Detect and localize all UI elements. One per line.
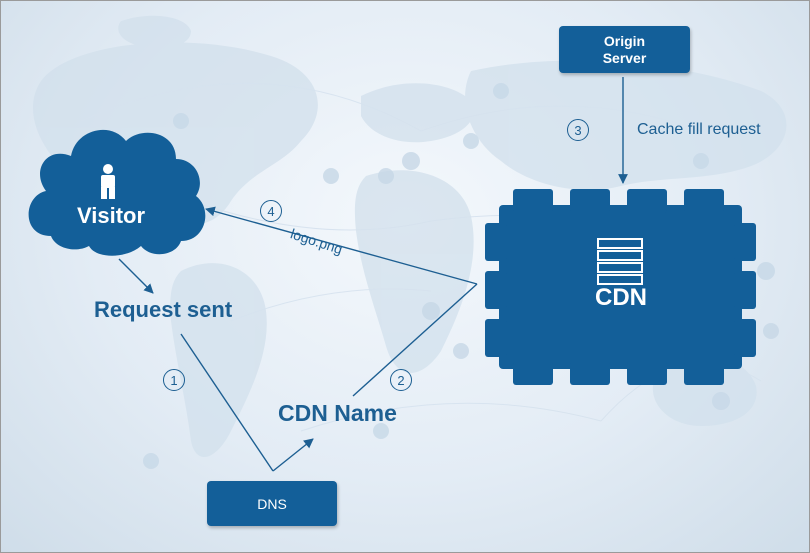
visitor-label: Visitor	[76, 203, 146, 228]
server-rack-icon	[597, 238, 643, 285]
arrow-cdn-name-to-cdn	[352, 283, 478, 397]
step-4-badge: 4	[260, 200, 282, 222]
visitor-cloud	[28, 129, 206, 256]
origin-server-box: Origin Server	[559, 26, 690, 73]
step-1-badge: 1	[163, 369, 185, 391]
dns-box: DNS	[207, 481, 337, 526]
arrow-dns-to-cdn-name	[272, 438, 314, 472]
step-2-badge: 2	[390, 369, 412, 391]
cdn-label: CDN	[595, 284, 647, 311]
arrow-cdn-to-visitor	[205, 206, 478, 285]
cdn-name-label: CDN Name	[278, 400, 397, 426]
cdn-chip	[485, 189, 756, 385]
arrow-visitor-to-request	[118, 258, 154, 294]
step-3-badge: 3	[567, 119, 589, 141]
request-sent-label: Request sent	[94, 297, 233, 322]
arrow-request-to-dns	[180, 333, 274, 472]
cache-fill-request-label: Cache fill request	[637, 121, 761, 138]
person-icon	[101, 164, 115, 199]
